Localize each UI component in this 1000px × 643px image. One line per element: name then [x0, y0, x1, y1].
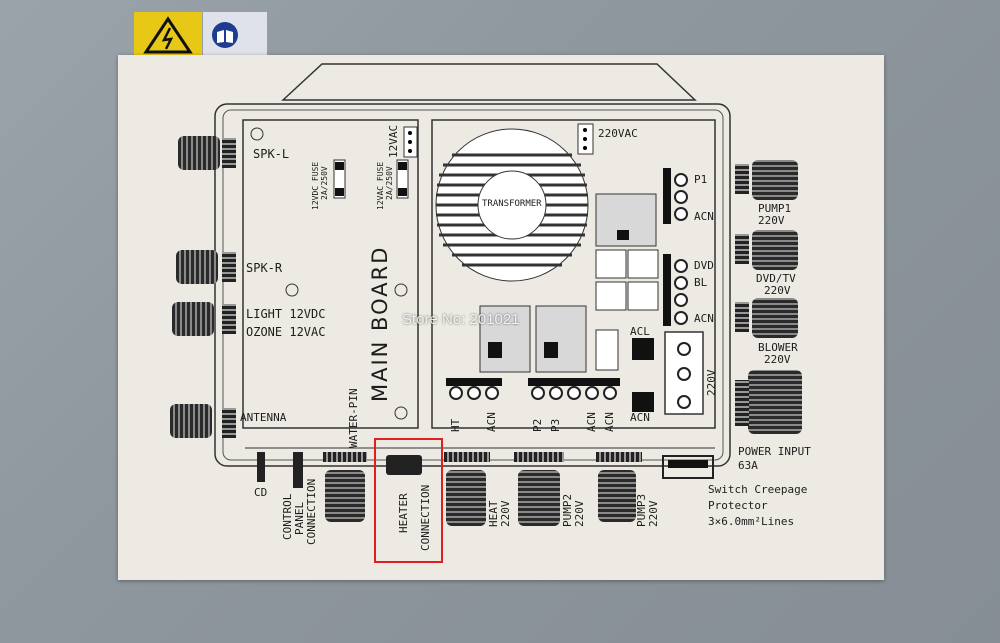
label-blower-1: BLOWER	[758, 341, 798, 354]
label-pump3-1: PUMP3	[635, 493, 648, 527]
label-pump3-2: 220V	[647, 500, 660, 528]
spk-r-connector	[176, 250, 218, 284]
pump3-gland	[596, 452, 642, 462]
label-transformer: TRANSFORMER	[482, 199, 542, 209]
label-switch-creepage: Switch Creepage	[708, 483, 808, 496]
label-control-panel-3: CONNECTION	[305, 478, 318, 545]
label-pump1-2: 220V	[758, 214, 785, 227]
label-bl: BL	[694, 276, 708, 289]
label-dvdtv-2: 220V	[764, 284, 791, 297]
label-p1: P1	[694, 173, 708, 186]
label-protector: Protector	[708, 499, 768, 512]
label-light: LIGHT 12VDC	[246, 307, 326, 321]
label-acn-p2: ACN	[603, 412, 616, 432]
heat-connector	[446, 470, 486, 526]
read-manual-icon	[212, 22, 238, 48]
transformer-coil	[435, 128, 589, 282]
label-12vac: 12VAC	[387, 124, 400, 158]
label-fuse-12vdc: 12VDC FUSE	[311, 161, 320, 210]
label-blower-2: 220V	[764, 353, 791, 366]
label-control-panel-2: PANEL	[293, 501, 306, 535]
label-pump2-1: PUMP2	[561, 493, 574, 527]
label-ozone: OZONE 12VAC	[246, 325, 326, 339]
label-acn-right-2: ACN	[694, 312, 714, 325]
dvdtv-gland	[735, 234, 749, 264]
label-dvd: DVD	[694, 259, 714, 272]
label-heat-2: 220V	[499, 500, 512, 528]
label-pump1-1: PUMP1	[758, 202, 792, 215]
blower-gland	[735, 302, 749, 332]
label-p3: P3	[549, 418, 562, 432]
label-spk-l: SPK-L	[253, 147, 290, 161]
label-lines: 3×6.0mm²Lines	[708, 515, 795, 528]
dvdtv-connector	[752, 230, 798, 270]
water-pin-gland	[323, 452, 367, 462]
label-water-pin: WATER-PIN	[347, 388, 360, 448]
light-gland	[222, 304, 236, 334]
label-heat-1: HEAT	[487, 500, 500, 528]
pump3-connector	[598, 470, 636, 522]
label-spk-r: SPK-R	[246, 261, 283, 275]
label-fuse-12vac: 12VAC FUSE	[376, 161, 385, 210]
label-main-board: MAIN BOARD	[368, 245, 392, 402]
label-220v-side: 220V	[705, 369, 718, 397]
light-connector	[172, 302, 214, 336]
pump2-connector	[518, 470, 560, 526]
spk-l-gland	[222, 138, 236, 168]
heater-connection-highlight	[374, 438, 443, 563]
label-220vac: 220VAC	[598, 127, 638, 140]
power-input-gland	[735, 380, 749, 426]
label-acl: ACL	[630, 325, 650, 338]
antenna-gland	[222, 408, 236, 438]
label-cd: CD	[254, 486, 268, 499]
high-voltage-warning-icon	[143, 16, 193, 54]
label-acn-ht: ACN	[485, 412, 498, 432]
label-fuse-12vac-rating: 2A/250V	[385, 166, 394, 200]
pump2-gland	[514, 452, 564, 462]
store-watermark: Store No: 201021	[402, 311, 520, 328]
blower-connector	[752, 298, 798, 338]
label-power-input-1: POWER INPUT	[738, 445, 811, 458]
label-antenna: ANTENNA	[240, 411, 287, 424]
pump1-gland	[735, 164, 749, 194]
label-power-input-2: 63A	[738, 459, 758, 472]
label-acn-bottom: ACN	[630, 411, 650, 424]
label-acn-p1: ACN	[585, 412, 598, 432]
label-control-panel-1: CONTROL	[281, 493, 294, 540]
power-input-connector	[748, 370, 802, 434]
high-voltage-warning-sticker	[134, 12, 202, 58]
spk-r-gland	[222, 252, 236, 282]
antenna-connector	[170, 404, 212, 438]
spk-l-connector	[178, 136, 220, 170]
label-ht: HT	[449, 418, 462, 432]
label-p2: P2	[531, 418, 544, 432]
water-pin-connector	[325, 470, 365, 522]
heat-gland	[444, 452, 490, 462]
label-acn-right-1: ACN	[694, 210, 714, 223]
pump1-connector	[752, 160, 798, 200]
read-manual-sticker	[203, 12, 267, 58]
label-dvdtv-1: DVD/TV	[756, 272, 796, 285]
label-fuse-12vdc-rating: 2A/250V	[320, 166, 329, 200]
label-pump2-2: 220V	[573, 500, 586, 528]
